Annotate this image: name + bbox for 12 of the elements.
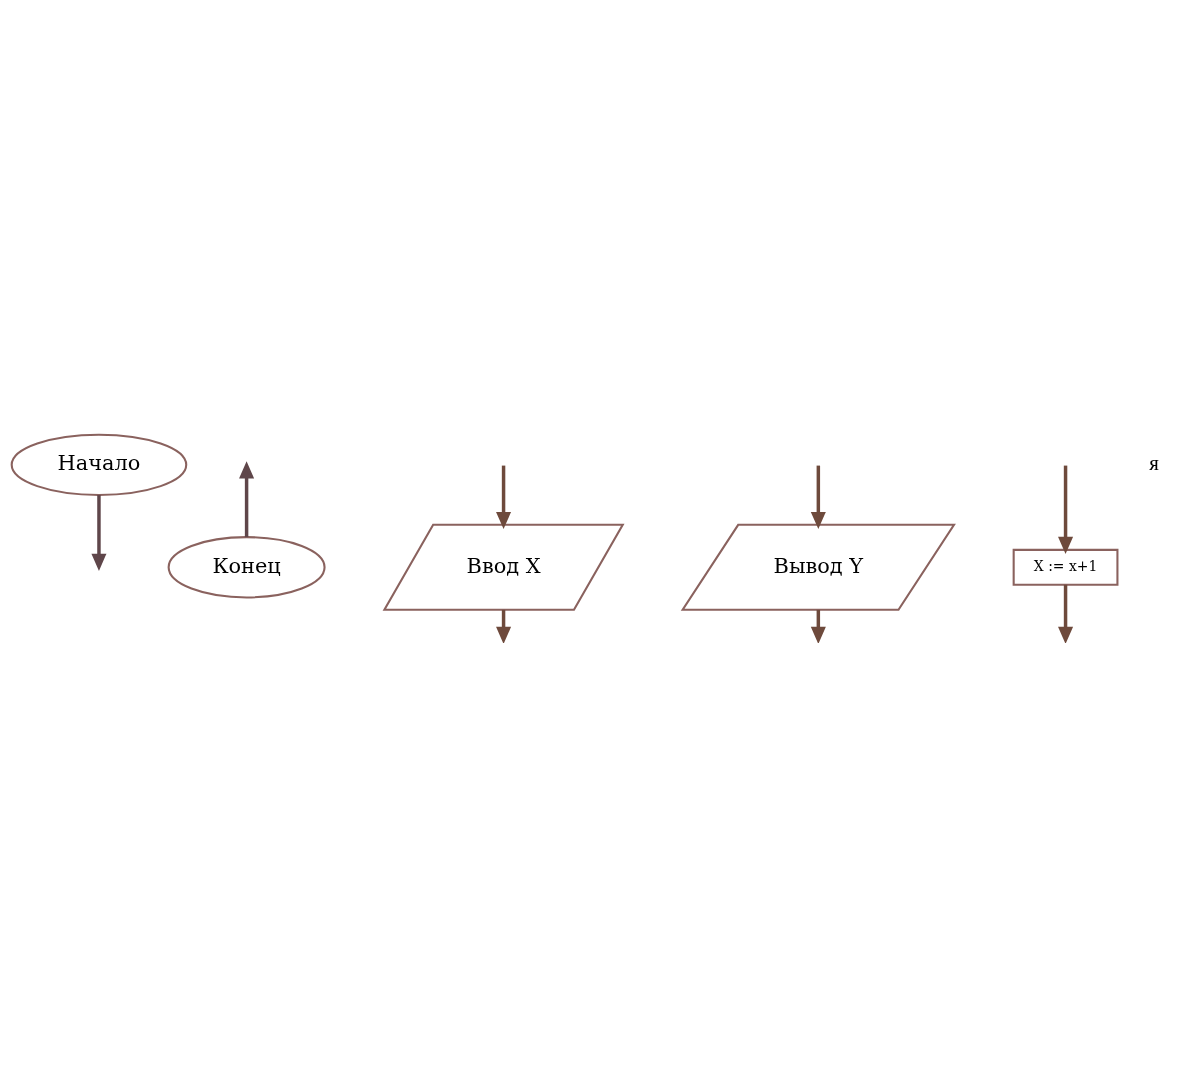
arrow — [810, 609, 826, 643]
node-box: X := x+1 — [1012, 548, 1119, 586]
arrow — [1058, 584, 1074, 643]
arrow — [91, 494, 107, 571]
arrow — [1058, 465, 1074, 554]
arrow — [496, 609, 512, 643]
label: я — [1149, 450, 1159, 475]
node-ellipse: Начало — [10, 433, 188, 496]
arrow — [239, 460, 255, 537]
arrow — [496, 465, 512, 529]
arrow — [810, 465, 826, 529]
node-ellipse: Конец — [167, 535, 326, 598]
